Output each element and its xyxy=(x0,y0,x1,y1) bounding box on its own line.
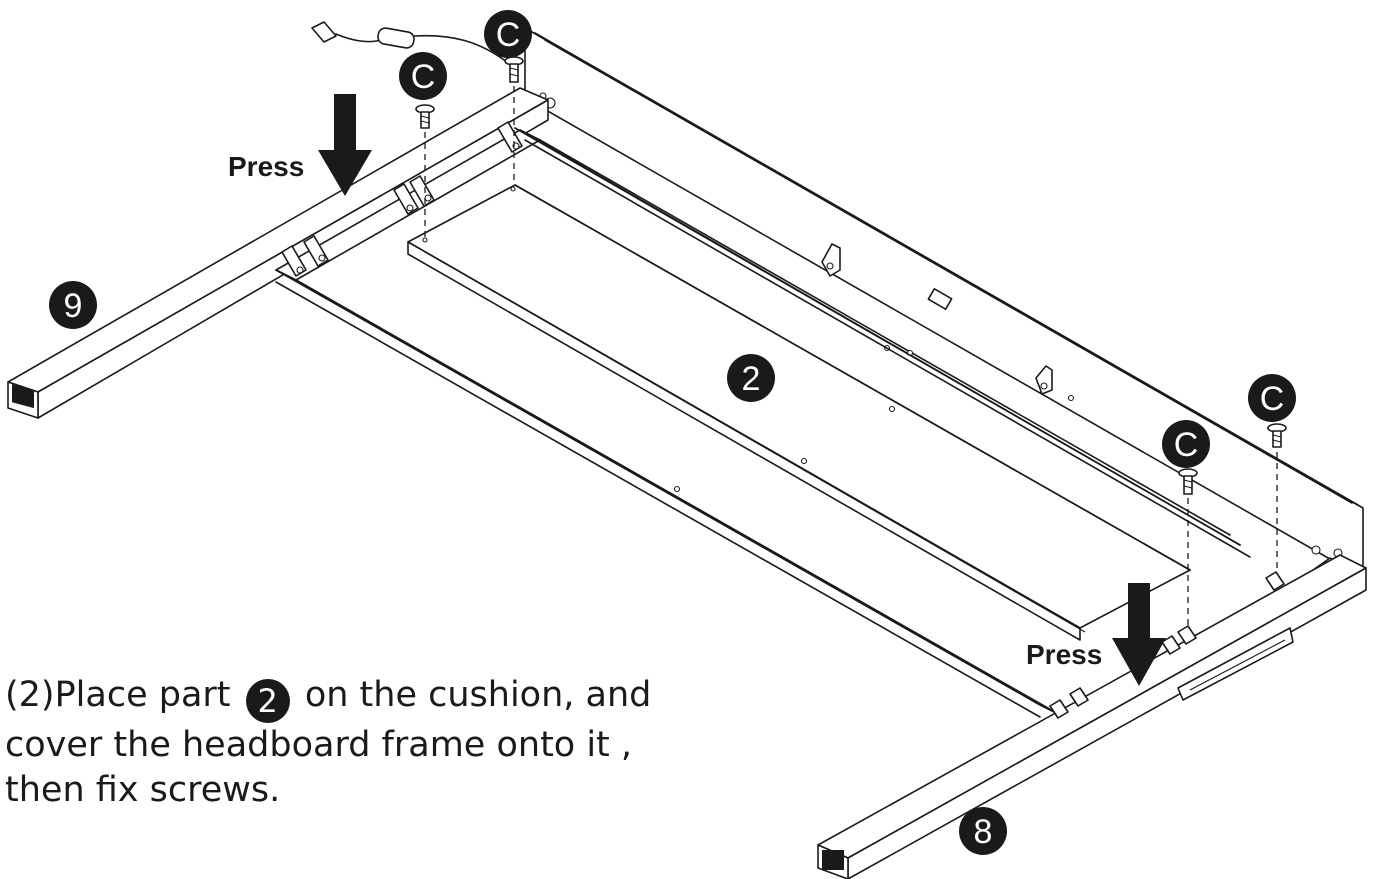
down-arrow-icon xyxy=(318,94,372,196)
screw-icon xyxy=(1267,423,1287,448)
svg-text:9: 9 xyxy=(64,287,83,325)
screws xyxy=(415,56,1287,630)
down-arrow-icon xyxy=(1112,583,1166,686)
cushion xyxy=(1177,627,1294,701)
screw-badge-c: C xyxy=(1248,374,1296,422)
part-badge-8: 8 xyxy=(959,807,1007,855)
inner-rail xyxy=(514,127,1251,558)
svg-text:C: C xyxy=(496,16,521,54)
press-label: Press xyxy=(1026,639,1102,670)
bracket-icon xyxy=(1049,571,1285,719)
screw-badge-c: C xyxy=(484,10,532,58)
bracket-icon xyxy=(281,235,329,277)
screw-badge-c: C xyxy=(399,52,447,100)
screw-icon xyxy=(415,104,435,129)
side-rail-8 xyxy=(817,554,1367,879)
svg-text:C: C xyxy=(411,58,436,96)
usb-cable-icon xyxy=(311,21,513,67)
screw-icon xyxy=(504,56,524,83)
bracket-icon xyxy=(821,243,841,277)
instruction-prefix: (2)Place part xyxy=(5,675,231,715)
screw-icon xyxy=(1178,468,1198,495)
instruction-line-3: then fix screws. xyxy=(5,770,281,810)
press-arrow-right: Press xyxy=(1026,583,1166,686)
part-badge-9: 9 xyxy=(49,281,97,329)
svg-text:C: C xyxy=(1260,380,1285,418)
bracket-icon xyxy=(393,175,435,215)
svg-text:C: C xyxy=(1174,426,1199,464)
instruction-line-1: (2)Place part 2 on the cushion, and xyxy=(5,673,705,723)
screw-badge-c: C xyxy=(1162,420,1210,468)
bracket-icon xyxy=(1035,365,1053,395)
instruction-line-2: cover the headboard frame onto it , xyxy=(5,725,633,765)
press-arrow-left: Press xyxy=(228,94,372,196)
part-badge-2: 2 xyxy=(727,354,775,402)
press-label: Press xyxy=(228,151,304,182)
inline-part-badge: 2 xyxy=(245,679,290,723)
bracket-icon xyxy=(497,121,523,153)
instruction-text: (2)Place part 2 on the cushion, and cove… xyxy=(5,673,705,813)
brackets xyxy=(281,121,1285,719)
svg-text:2: 2 xyxy=(742,360,761,398)
slat-board-2 xyxy=(407,184,1191,641)
instruction-line-1-suffix: on the cushion, and xyxy=(304,675,652,715)
svg-text:8: 8 xyxy=(974,813,993,851)
